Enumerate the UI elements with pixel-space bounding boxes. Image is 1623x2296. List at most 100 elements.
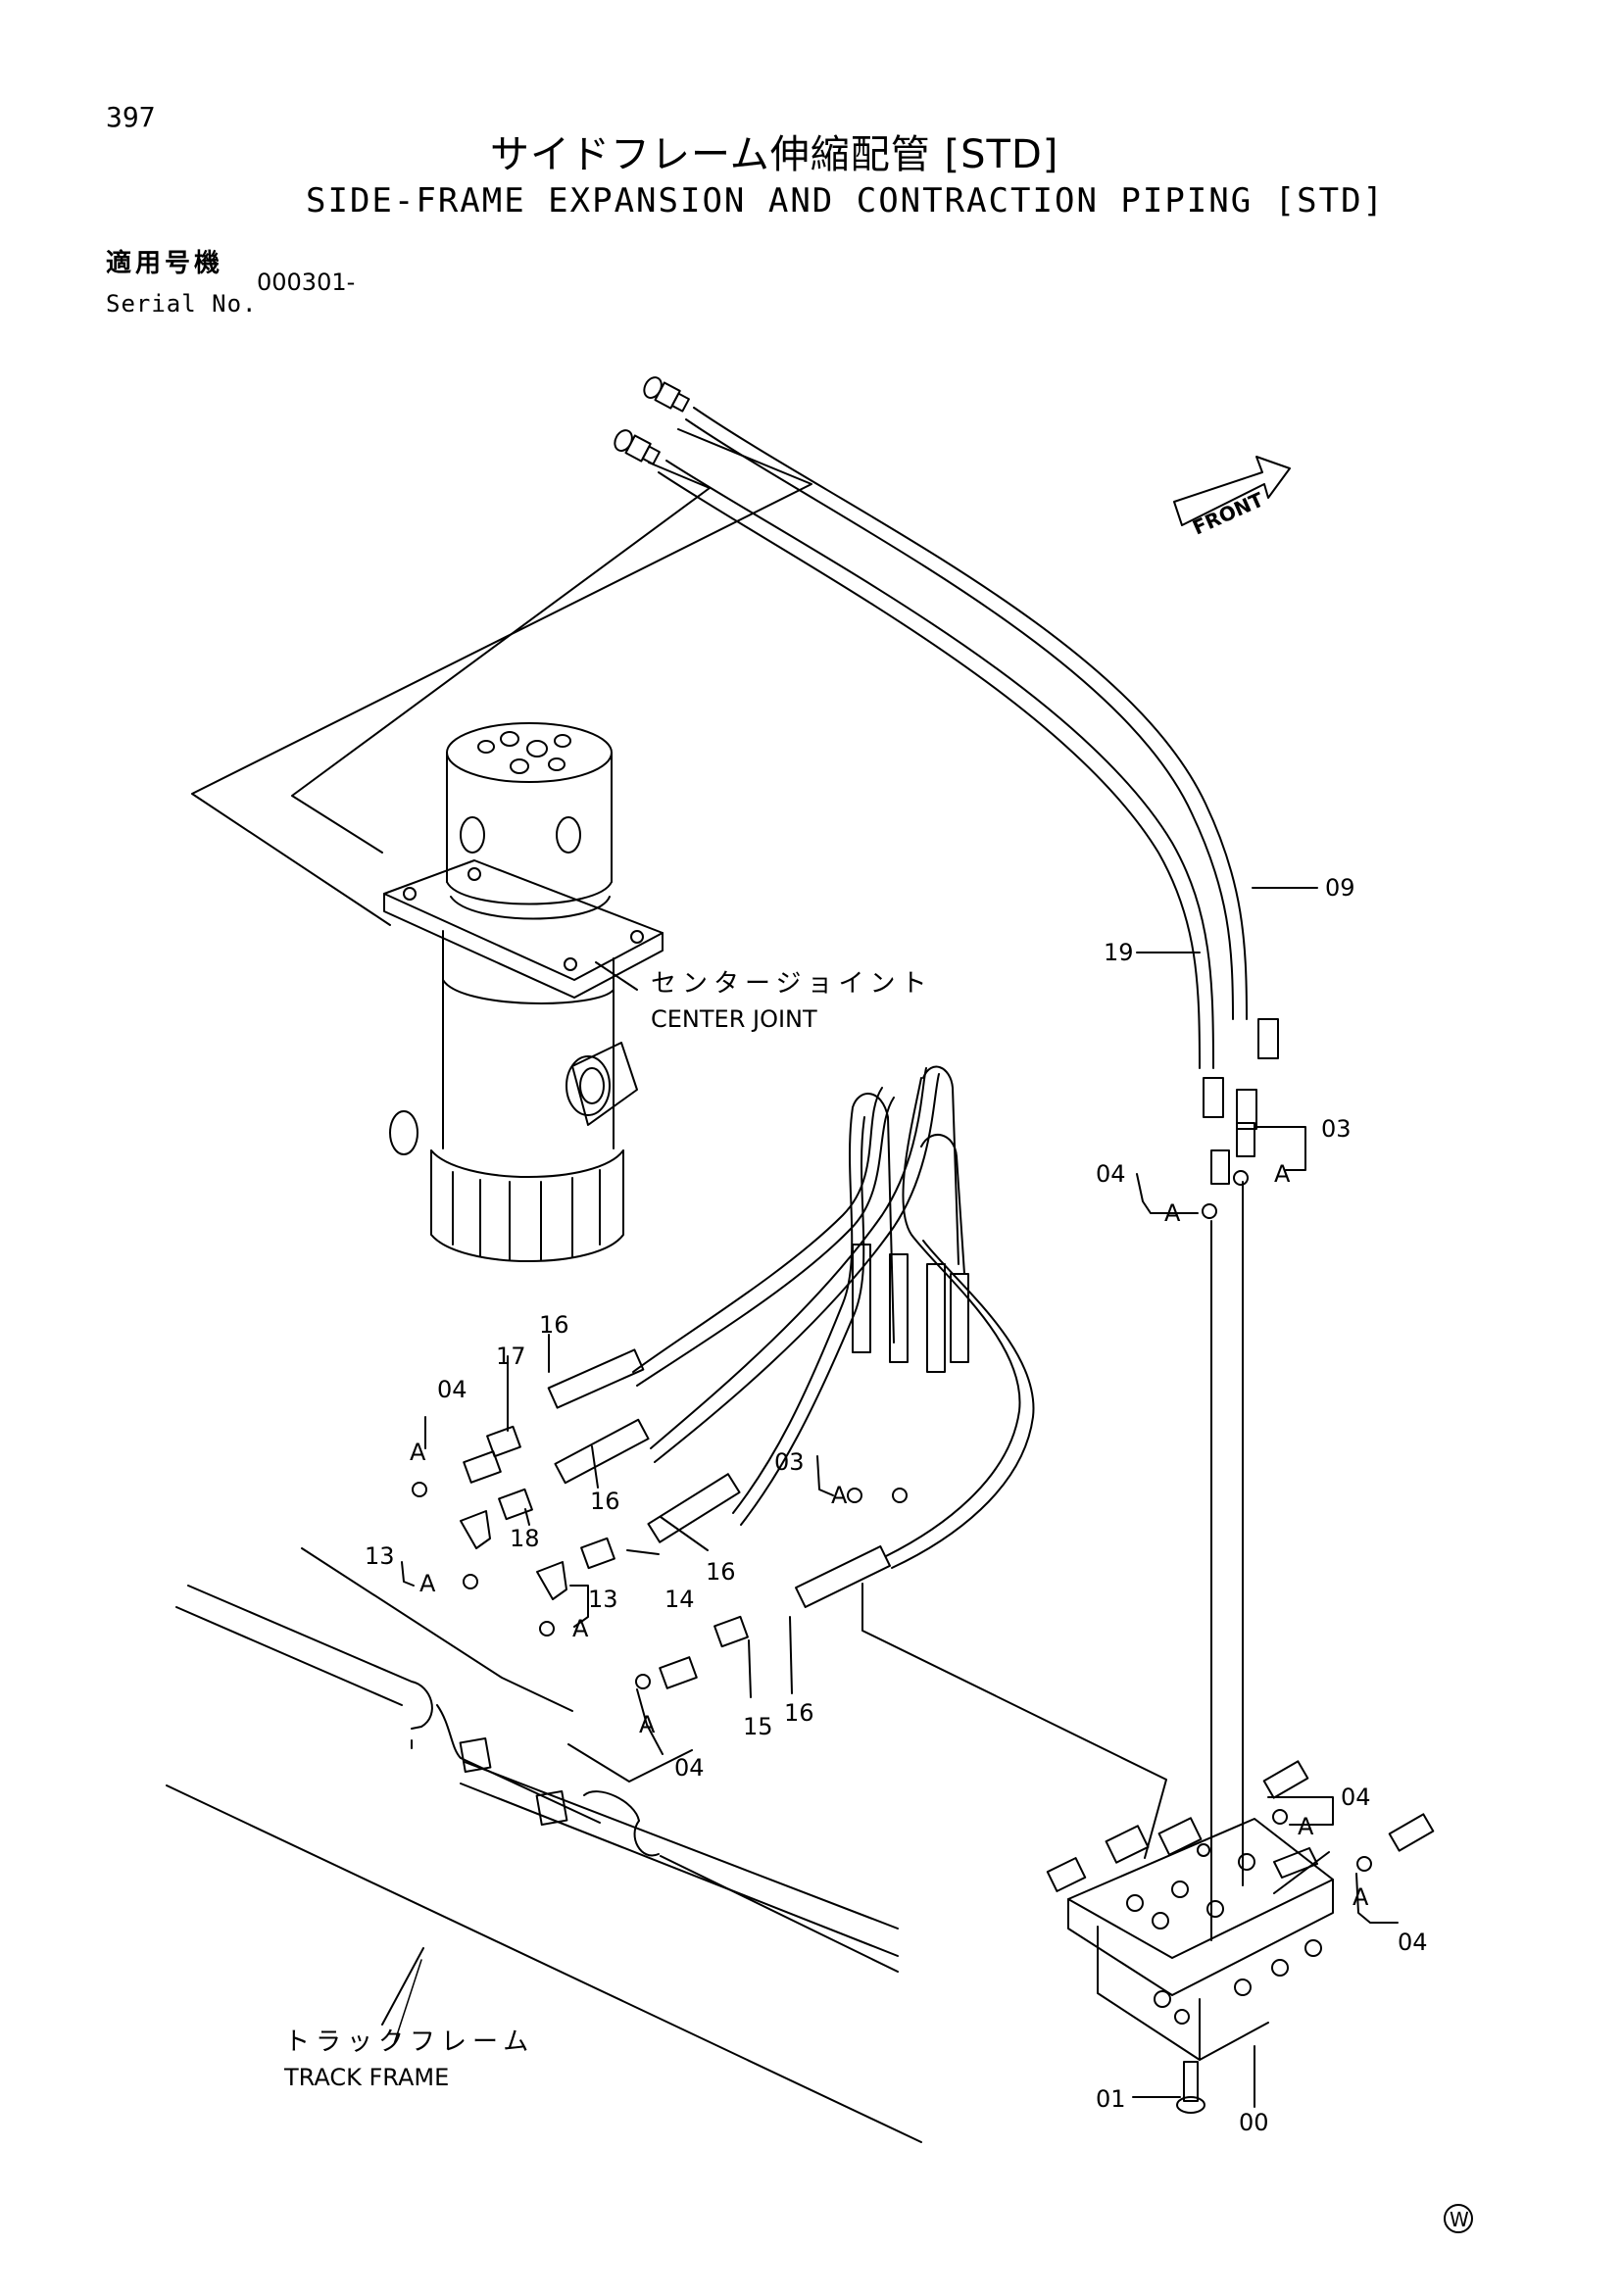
callout-19: 19 [1104,939,1134,966]
hose-16-f [740,1116,865,1526]
hose-16-a [632,1087,883,1373]
fitting-04-mid [659,1656,698,1689]
elbow-13-a [460,1510,491,1549]
callout-01: 01 [1096,2085,1126,2113]
callout-15: 15 [743,1713,773,1740]
serial-number-value: 000301- [257,269,356,296]
hose-09-a [693,407,1248,1020]
leader-16-bot [789,1616,793,1694]
callout-04-r1: 04 [1341,1783,1371,1811]
track-frame-label-en: TRACK FRAME [283,2064,449,2091]
callout-18: 18 [510,1525,540,1552]
leader-mid-1 [301,1547,573,1712]
detail-a-5: A [419,1570,436,1597]
leader-center-joint [595,961,638,991]
detail-a-9: A [1352,1883,1369,1911]
fitting-right-1 [1203,1077,1224,1118]
page-number: 397 [106,101,156,133]
callout-04-r2: 04 [1398,1929,1428,1956]
leader-top-inner [291,462,711,854]
callout-13-a: 13 [365,1542,395,1570]
leader-block-right [1273,1851,1330,1894]
callout-16-bot: 16 [784,1699,814,1727]
hose-16-c [650,1067,927,1449]
fitting-14 [580,1537,615,1570]
fitting-right-2 [1236,1089,1257,1130]
callout-16-top: 16 [539,1311,569,1339]
callout-03-top: 03 [1321,1115,1352,1143]
leader-14 [626,1549,660,1555]
bracket-04-r1 [1267,1796,1334,1826]
bracket-03-top [1255,1126,1306,1171]
leader-top-outer [191,428,812,926]
bracket-04-r2 [1355,1873,1399,1924]
hose-16-d [654,1073,940,1463]
detail-a-8: A [1298,1813,1314,1840]
o-ring-3 [539,1621,555,1637]
hose-09-b [685,418,1234,1020]
bracket-13-b [569,1585,589,1628]
serial-label-english: Serial No. [106,290,258,318]
hose-16-g [885,1077,1021,1557]
callout-00: 00 [1239,2109,1269,2136]
o-ring-2 [463,1574,478,1589]
fitting-right-6 [1262,1760,1309,1799]
callout-04-top: 04 [1096,1160,1126,1188]
bracket-04-top [1136,1173,1199,1214]
bracket-13-a [401,1561,415,1587]
leader-15 [748,1639,752,1698]
detail-a-3: A [410,1439,426,1466]
center-joint-label-jp: センタージョイント [651,969,932,999]
callout-04-mid: 04 [674,1754,705,1782]
o-ring-1 [412,1482,427,1497]
hose-16-i [922,1065,959,1265]
center-joint-label-en: CENTER JOINT [651,1005,817,1033]
watermark-letter: W [1450,2208,1469,2231]
fitting-17 [486,1425,521,1458]
fitting-18 [498,1488,533,1521]
title-english: SIDE-FRAME EXPANSION AND CONTRACTION PIP… [306,181,1386,220]
hose-16-b [636,1097,895,1387]
fitting-right-7 [1388,1813,1435,1852]
o-ring-5 [847,1488,862,1503]
hose-16-h [891,1240,1035,1569]
o-ring-8 [1233,1170,1249,1186]
serial-label-japanese: 適用号機 [106,249,224,278]
ferrules [547,1244,969,1608]
bolt-01 [1176,2061,1205,2114]
hose-16-j [920,1134,965,1275]
track-frame-label-jp: トラックフレーム [284,2027,534,2057]
leader-mid-2 [567,1743,693,1783]
callout-16-mid: 16 [590,1488,620,1515]
leader-to-block [861,1583,1167,1859]
detail-a-1: A [1164,1199,1181,1227]
o-ring-10 [1356,1856,1372,1872]
detail-a-6: A [572,1615,589,1642]
top-fitting-1 [643,376,690,413]
leader-18 [524,1508,530,1526]
elbow-13-b [536,1561,567,1600]
title-japanese: サイドフレーム伸縮配管 [STD] [490,132,1059,177]
front-label: FRONT [1189,487,1267,539]
front-arrow-icon [1173,456,1291,526]
distribution-block [1046,1817,1334,2061]
fitting-right-3 [1210,1149,1230,1185]
leader-track-frame [381,1947,424,2026]
fitting-15 [713,1615,749,1648]
track-frame-drawing [166,1585,922,2143]
o-ring-7 [1202,1203,1217,1219]
o-ring-9 [1272,1809,1288,1825]
hose-19-a [665,460,1214,1069]
center-joint-drawing [383,722,664,1262]
watermark-icon: W [1444,2204,1473,2233]
callout-03-mid: 03 [774,1448,805,1476]
o-ring-4 [635,1674,651,1689]
leader-16-mid [591,1445,599,1489]
fitting-right-4 [1236,1122,1255,1157]
hose-19-b [658,471,1201,1069]
callout-14: 14 [664,1586,695,1613]
detail-a-2: A [1274,1160,1291,1188]
callout-13-b: 13 [588,1586,618,1613]
callout-09: 09 [1325,874,1355,902]
